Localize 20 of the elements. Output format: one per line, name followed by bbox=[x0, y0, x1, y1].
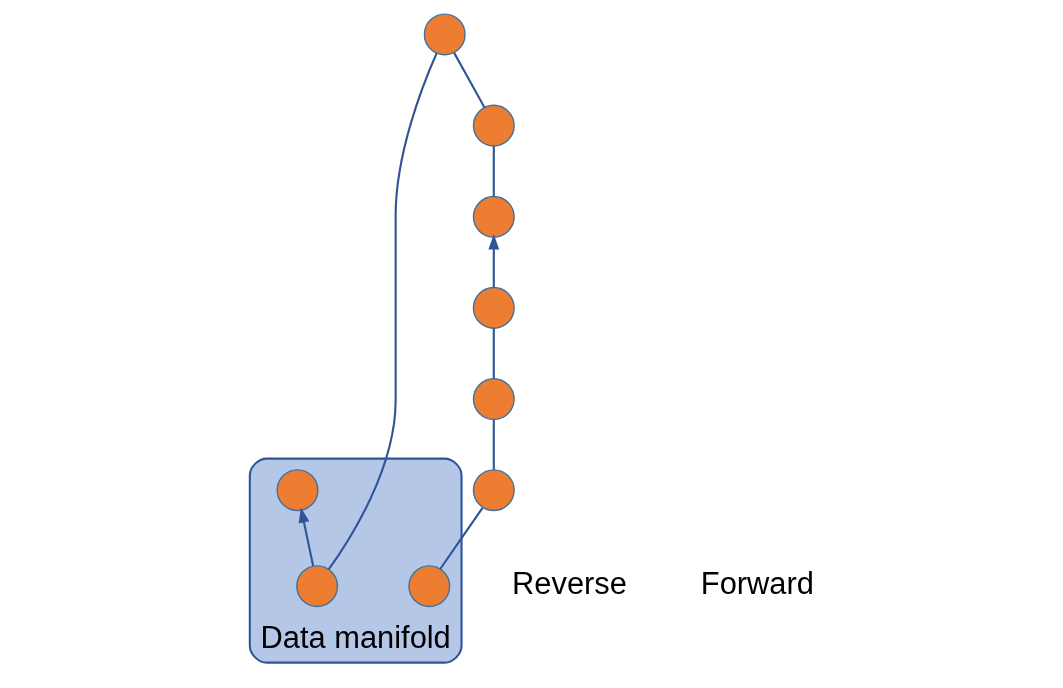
node-circle bbox=[275, 469, 319, 512]
node-circle bbox=[472, 286, 515, 329]
connector bbox=[438, 507, 483, 570]
arrow bbox=[298, 507, 314, 567]
node-circle bbox=[472, 469, 515, 512]
node-circle bbox=[407, 565, 450, 608]
connector bbox=[452, 52, 485, 108]
node-circle bbox=[295, 565, 338, 608]
connector bbox=[492, 146, 495, 197]
node-circle bbox=[472, 104, 515, 147]
node-circle bbox=[472, 195, 515, 238]
arrow bbox=[487, 234, 499, 288]
cluster: Data manifold bbox=[248, 457, 463, 664]
node-circle bbox=[423, 13, 466, 56]
connector bbox=[492, 328, 495, 379]
connector bbox=[492, 419, 495, 470]
label: Reverse bbox=[511, 566, 627, 602]
connector bbox=[327, 52, 438, 571]
label: Forward bbox=[700, 566, 814, 602]
node-circle bbox=[472, 378, 515, 421]
